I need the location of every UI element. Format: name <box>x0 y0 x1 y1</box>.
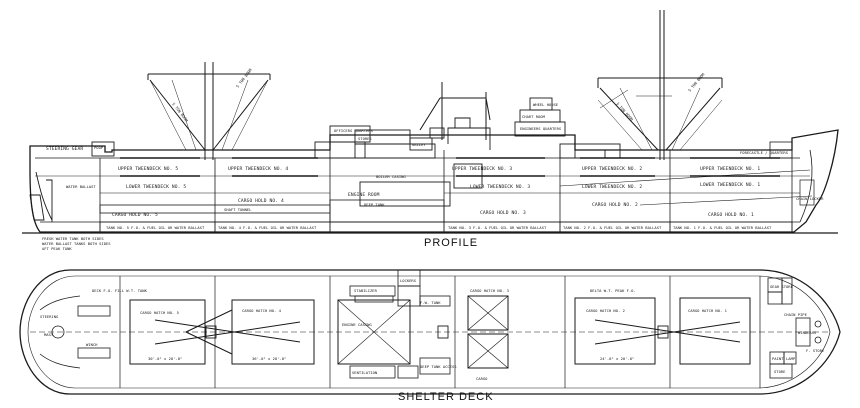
label-cargo-hold-1: CARGO HOLD NO. 1 <box>708 212 754 218</box>
label-deep-tank: DEEP TANK <box>364 202 385 207</box>
deck-label-engine-casing: ENGINE CASING <box>342 322 372 327</box>
label-officers-quarters: OFFICERS QUARTERS <box>334 128 374 133</box>
deck-label-hatch-4: CARGO HATCH NO. 4 <box>242 308 282 313</box>
bow-stem <box>799 149 813 223</box>
deck-label-lockers: LOCKERS <box>400 278 417 283</box>
label-engine-room: ENGINE ROOM <box>348 192 380 198</box>
deck-label-stabilizer: STABILIZER <box>354 288 378 293</box>
label-shaft-tunnel: SHAFT TUNNEL <box>224 207 252 212</box>
label-tank-1: TANK NO. 1 F.O. & FUEL OIL OR WATER BALL… <box>673 225 772 230</box>
deck-inner-line <box>27 275 831 389</box>
midship-superstructure <box>314 97 621 207</box>
hatch-openings <box>120 157 780 177</box>
stern-deck-structures <box>39 295 111 369</box>
label-lower-tween-3: LOWER TWEENDECK NO. 3 <box>470 184 530 190</box>
poop-structure <box>91 141 115 157</box>
bulkheads <box>99 150 793 232</box>
mast-tables <box>205 325 669 339</box>
label-cargo-hold-5: CARGO HOLD NO. 5 <box>112 212 158 218</box>
deck-note-port: DECK F.O. FILL W.T. TANK <box>92 288 148 293</box>
label-boom-b: 5 TON BOOM <box>235 67 253 89</box>
label-cargo-hold-3: CARGO HOLD NO. 3 <box>480 210 526 216</box>
label-galley: GALLEY <box>412 142 426 147</box>
deck-label-store: STORE <box>774 369 786 374</box>
label-lower-tween-1: LOWER TWEENDECK NO. 1 <box>700 182 760 188</box>
deck-label-hatch-2: CARGO HATCH NO. 2 <box>586 308 625 313</box>
label-poop: POOP <box>94 145 104 150</box>
deck-label-fresh-water: F.W. TANK <box>420 300 441 305</box>
deck-label-hatch-3: CARGO HATCH NO. 3 <box>470 288 509 293</box>
shelter-deck-view: STEERING MAST WINCH CARGO HATCH NO. 5 CA… <box>19 269 841 403</box>
profile-view: STEERING GEAR POOP UPPER TWEENDECK NO. 5… <box>22 10 839 251</box>
fwd-mast-group <box>597 10 723 160</box>
deck-label-ventilation: VENTILATION <box>352 370 378 375</box>
tween-deck-stepped <box>559 169 811 187</box>
label-cargo-hold-2: CARGO HOLD NO. 2 <box>592 202 638 208</box>
profile-title: PROFILE <box>424 237 478 249</box>
deck-label-dim-a: 30'-0" x 20'-0" <box>148 356 182 361</box>
bow-deck-structures <box>767 277 822 379</box>
deck-label-chain-pipe: CHAIN PIPE <box>784 312 808 317</box>
funnel <box>447 117 491 150</box>
deck-label-hatch-1: CARGO HATCH NO. 1 <box>688 308 728 313</box>
deck-booms <box>154 309 741 355</box>
midship-deck-structures <box>349 269 451 379</box>
label-lower-tween-2: LOWER TWEENDECK NO. 2 <box>582 184 642 190</box>
hatch-cross-marks <box>337 295 509 369</box>
label-forecastle: FORECASTLE / QUARTERS <box>740 150 789 155</box>
deck-label-steering: STEERING <box>40 314 59 319</box>
rudder <box>29 194 45 221</box>
deck-label-fwd-store: F. STORE <box>806 348 825 353</box>
label-water-ballast: WATER BALLAST <box>66 184 96 189</box>
label-wheel-house: WHEEL HOUSE <box>533 102 559 107</box>
double-bottom-tanks <box>99 221 793 233</box>
label-upper-tween-5: UPPER TWEENDECK NO. 5 <box>118 166 178 172</box>
midship-mast-group <box>419 82 491 140</box>
deck-label-gear-store: GEAR STORE <box>770 284 794 289</box>
label-lower-tween-5: LOWER TWEENDECK NO. 5 <box>126 184 186 190</box>
tank-dividers <box>214 222 671 232</box>
note-1: FRESH WATER TANK BOTH SIDES <box>42 236 104 241</box>
chain-locker <box>799 179 815 206</box>
label-stores: STORES <box>358 136 372 141</box>
engine-seating <box>329 199 445 223</box>
deck-bulkheads <box>119 276 761 388</box>
deck-label-hatch-5: CARGO HATCH NO. 5 <box>140 310 179 315</box>
shelter-deck-title: SHELTER DECK <box>398 391 494 403</box>
note-3: AFT PEAK TANK <box>42 246 72 251</box>
deck-label-mast: MAST <box>44 332 54 337</box>
label-tank-2: TANK NO. 2 F.O. & FUEL OIL OR WATER BALL… <box>563 225 662 230</box>
tween-deck-stepped-2 <box>639 195 813 206</box>
deck-label-dim-b: 36'-0" x 20'-0" <box>252 356 286 361</box>
label-upper-tween-3: UPPER TWEENDECK NO. 3 <box>452 166 512 172</box>
note-2: WATER BALLAST TANKS BOTH SIDES <box>42 241 111 246</box>
deck-label-winch: WINCH <box>86 342 98 347</box>
stern-post <box>35 171 53 222</box>
label-chart-room: CHART ROOM <box>522 114 546 119</box>
deck-label-windlass: WINDLASS <box>798 330 817 335</box>
label-chain-locker: CHAIN LOCKER <box>796 196 824 201</box>
label-upper-tween-4: UPPER TWEENDECK NO. 4 <box>228 166 288 172</box>
label-boom-c: 5 TON BOOM <box>615 101 634 122</box>
deck-label-dim-c: 24'-0" x 20'-0" <box>600 356 634 361</box>
deck-label-cargo: CARGO <box>476 376 488 381</box>
deck-hull-outline <box>19 269 841 395</box>
label-upper-tween-2: UPPER TWEENDECK NO. 2 <box>582 166 642 172</box>
label-tank-5: TANK NO. 5 F.O. & FUEL OIL OR WATER BALL… <box>106 225 205 230</box>
deck-label-paint: PAINT <box>772 356 784 361</box>
deck-label-lamp: LAMP <box>786 356 796 361</box>
aft-mast-group <box>147 62 271 160</box>
label-upper-tween-1: UPPER TWEENDECK NO. 1 <box>700 166 760 172</box>
label-engineers-quarters: ENGINEERS QUARTERS <box>520 126 562 131</box>
label-boom-d: 5 TON BOOM <box>687 71 706 92</box>
deck-note-stbd: DELTA W.T. PEAK F.O. <box>590 288 636 293</box>
label-boiler-casing: BOILER CASING <box>376 174 406 179</box>
label-tank-4: TANK NO. 4 F.O. & FUEL OIL OR WATER BALL… <box>218 225 317 230</box>
label-tank-3: TANK NO. 3 F.O. & FUEL OIL OR WATER BALL… <box>448 225 547 230</box>
label-cargo-hold-4: CARGO HOLD NO. 4 <box>238 198 284 204</box>
forecastle-deckhouse <box>769 141 793 159</box>
label-steering-gear: STEERING GEAR <box>46 146 83 152</box>
deck-label-deep-tank-access: DEEP TANK ACCESS <box>420 364 457 369</box>
